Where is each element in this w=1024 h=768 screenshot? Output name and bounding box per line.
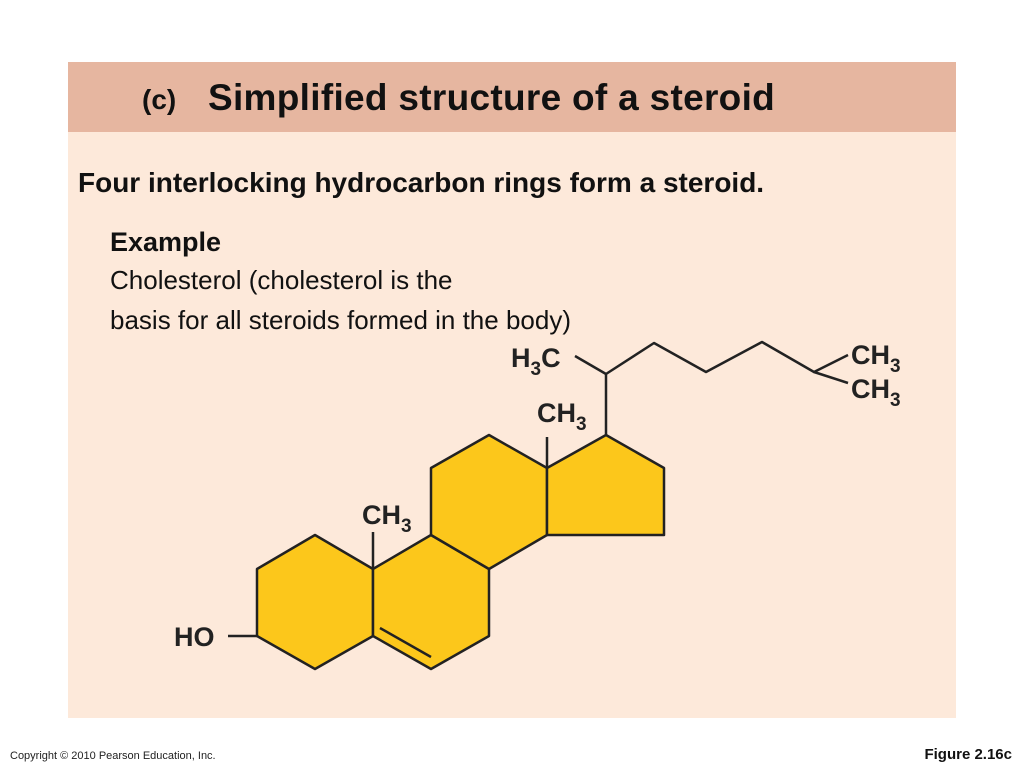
terminal-bond-2 xyxy=(813,370,849,385)
molecule-labels: HO CH3 CH3 H3C CH3 CH3 xyxy=(174,340,901,652)
bonds xyxy=(228,340,849,659)
double-bond xyxy=(379,626,432,659)
side-methyl-bond xyxy=(574,354,607,376)
side-chain xyxy=(605,340,849,376)
steroid-rings xyxy=(255,433,666,671)
hydroxyl-label: HO xyxy=(174,622,215,652)
figure-part-label: (c) xyxy=(142,84,177,115)
content-panel: (c) Simplified structure of a steroid Fo… xyxy=(68,62,956,718)
side-methyl-label: H3C xyxy=(511,343,561,380)
terminal-methyl-label-1: CH3 xyxy=(851,340,901,377)
example-text-line-1: Cholesterol (cholesterol is the xyxy=(110,265,453,295)
slide-title: Simplified structure of a steroid xyxy=(208,77,776,118)
slide-subtitle: Four interlocking hydrocarbon rings form… xyxy=(78,167,765,198)
example-heading: Example xyxy=(110,227,222,257)
methyl-label-c13: CH3 xyxy=(537,398,587,435)
example-text-line-2: basis for all steroids formed in the bod… xyxy=(110,305,571,335)
ring-d xyxy=(545,433,666,537)
copyright-notice: Copyright © 2010 Pearson Education, Inc. xyxy=(10,750,216,762)
methyl-label-c10: CH3 xyxy=(362,500,412,537)
terminal-methyl-label-2: CH3 xyxy=(851,374,901,411)
ring-a xyxy=(255,533,375,671)
figure-number: Figure 2.16c xyxy=(924,746,1012,763)
title-bar: (c) Simplified structure of a steroid xyxy=(68,62,956,132)
